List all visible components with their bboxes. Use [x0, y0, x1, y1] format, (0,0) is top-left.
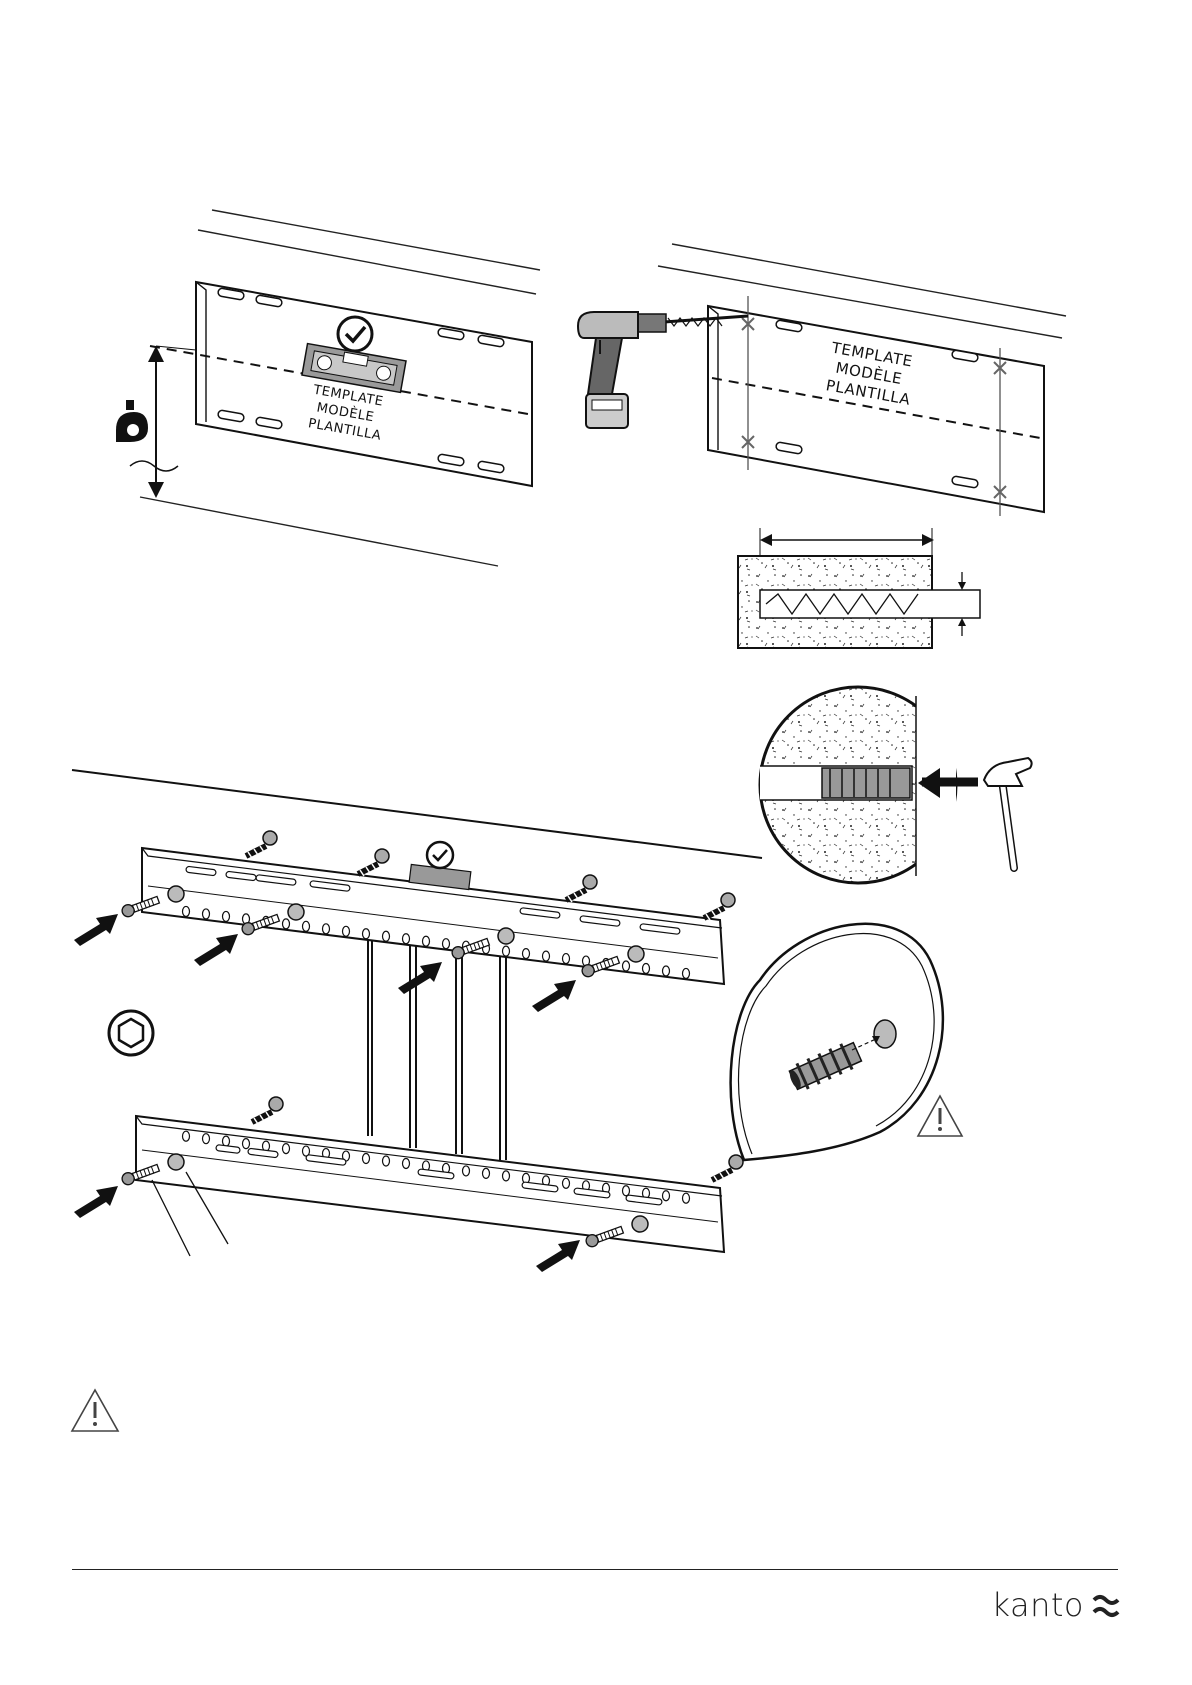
mount-hole: [183, 906, 190, 916]
mount-hole: [203, 1134, 210, 1144]
mount-hole: [463, 1166, 470, 1176]
tape-measure-icon: [116, 400, 148, 442]
hammer-icon: [984, 758, 1032, 868]
washer: [628, 946, 644, 962]
mount-hole: [643, 963, 650, 973]
mount-hole: [363, 929, 370, 939]
wall-anchor: [704, 893, 735, 920]
mount-hole: [183, 1131, 190, 1141]
brand-mark-icon: [1092, 1588, 1120, 1626]
brand-logo: kanto: [992, 1586, 1120, 1626]
mount-hole: [483, 1168, 490, 1178]
mount-hole: [683, 968, 690, 978]
template-sheet-right: [708, 306, 1044, 512]
mount-hole: [663, 1191, 670, 1201]
washer: [632, 1216, 648, 1232]
mount-hole: [523, 949, 530, 959]
mount-hole: [223, 911, 230, 921]
hex-socket-icon: [109, 1011, 153, 1055]
warning-triangle-icon: [72, 1390, 118, 1431]
anchor-detail-bubble: [731, 924, 943, 1160]
mount-hole: [563, 1178, 570, 1188]
mount-hole: [563, 954, 570, 964]
mount-hole: [283, 919, 290, 929]
mount-hole: [363, 1154, 370, 1164]
washer: [168, 1154, 184, 1170]
check-circle-icon: [338, 317, 372, 351]
warning-triangle-icon: [918, 1096, 962, 1136]
mount-hole: [223, 1136, 230, 1146]
mount-hole: [683, 1193, 690, 1203]
mount-hole: [283, 1144, 290, 1154]
mount-hole: [383, 1156, 390, 1166]
washer: [288, 904, 304, 920]
wall-anchor: [246, 831, 277, 858]
mount-hole: [203, 909, 210, 919]
mount-hole: [383, 931, 390, 941]
mount-hole: [403, 934, 410, 944]
wall-anchor: [566, 875, 597, 902]
mount-hole: [663, 966, 670, 976]
mount-hole: [323, 924, 330, 934]
washer: [168, 886, 184, 902]
drill-depth-cross-section: [738, 528, 980, 648]
mount-hole: [623, 961, 630, 971]
washer: [498, 928, 514, 944]
mount-hole: [243, 1139, 250, 1149]
mount-hole: [443, 939, 450, 949]
template-drill-illustration: TEMPLATE MODÈLE PLANTILLA: [578, 244, 1066, 648]
mount-hole: [303, 921, 310, 931]
anchor-hammer-detail: [760, 687, 1032, 883]
brand-name: kanto: [992, 1586, 1084, 1624]
mount-hole: [543, 951, 550, 961]
mount-hole: [623, 1186, 630, 1196]
wall-bracket-illustration: [72, 770, 762, 1272]
wall-anchor: [712, 1155, 743, 1182]
wall-anchor: [358, 849, 389, 876]
mount-hole: [503, 946, 510, 956]
mount-hole: [503, 1171, 510, 1181]
mount-hole: [403, 1158, 410, 1168]
mount-hole: [423, 936, 430, 946]
mount-hole: [343, 926, 350, 936]
template-level-illustration: TEMPLATE MODÈLE PLANTILLA: [116, 210, 540, 566]
wall-anchor: [252, 1097, 283, 1124]
footer-divider: [72, 1569, 1118, 1570]
